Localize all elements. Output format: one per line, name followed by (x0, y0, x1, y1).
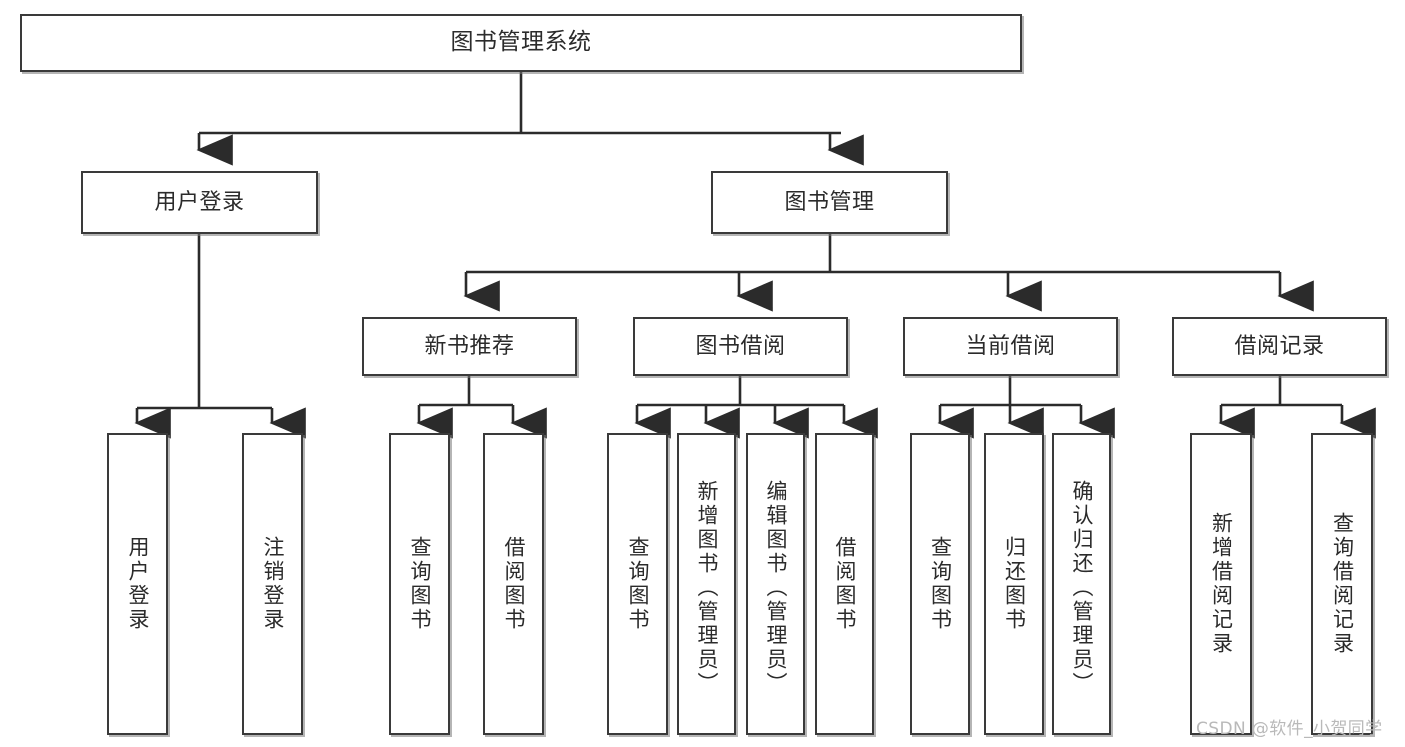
leaf-borrow-record-add-record[interactable]: 新增借阅记录 (1190, 433, 1252, 735)
node-book-management[interactable]: 图书管理 (711, 171, 948, 234)
node-label: 借阅记录 (1234, 333, 1325, 359)
leaf-book-borrow-borrow-book[interactable]: 借阅图书 (815, 433, 874, 735)
leaf-book-borrow-add-book-admin[interactable]: 新增图书（管理员） (677, 433, 736, 735)
node-label: 注销登录 (261, 536, 285, 632)
leaf-user-login-login[interactable]: 用户登录 (107, 433, 168, 735)
node-label: 编辑图书（管理员） (764, 480, 788, 696)
node-label: 确认归还（管理员） (1070, 480, 1094, 696)
node-current-borrow[interactable]: 当前借阅 (903, 317, 1118, 376)
leaf-book-borrow-query-book[interactable]: 查询图书 (607, 433, 668, 735)
leaf-new-book-query-book[interactable]: 查询图书 (389, 433, 450, 735)
csdn-watermark: CSDN @软件_小贺同学 (1196, 719, 1383, 739)
leaf-borrow-record-query-record[interactable]: 查询借阅记录 (1311, 433, 1373, 735)
leaf-current-borrow-return-book[interactable]: 归还图书 (984, 433, 1044, 735)
node-label: 查询图书 (408, 536, 432, 632)
node-book-borrow[interactable]: 图书借阅 (633, 317, 848, 376)
node-new-book-recommend[interactable]: 新书推荐 (362, 317, 577, 376)
leaf-current-borrow-query-book[interactable]: 查询图书 (910, 433, 970, 735)
node-label: 图书借阅 (695, 333, 786, 359)
node-root-book-management-system[interactable]: 图书管理系统 (20, 14, 1022, 72)
leaf-book-borrow-edit-book-admin[interactable]: 编辑图书（管理员） (746, 433, 805, 735)
node-label: 图书管理 (784, 189, 875, 215)
leaf-user-login-logout[interactable]: 注销登录 (242, 433, 303, 735)
leaf-current-borrow-confirm-return-admin[interactable]: 确认归还（管理员） (1052, 433, 1111, 735)
node-label: 图书管理系统 (450, 29, 592, 56)
node-user-login[interactable]: 用户登录 (81, 171, 318, 234)
node-label: 归还图书 (1002, 536, 1027, 632)
node-label: 查询图书 (928, 536, 953, 632)
node-label: 查询图书 (626, 536, 650, 632)
node-label: 用户登录 (126, 536, 150, 632)
leaf-new-book-borrow-book[interactable]: 借阅图书 (483, 433, 544, 735)
node-label: 新书推荐 (424, 333, 515, 359)
node-label: 新增借阅记录 (1209, 512, 1234, 656)
node-borrow-record[interactable]: 借阅记录 (1172, 317, 1387, 376)
node-label: 用户登录 (154, 189, 245, 215)
node-label: 新增图书（管理员） (695, 480, 719, 696)
node-label: 当前借阅 (965, 333, 1056, 359)
node-label: 借阅图书 (502, 536, 526, 632)
node-label: 借阅图书 (833, 536, 857, 632)
node-label: 查询借阅记录 (1330, 512, 1355, 656)
